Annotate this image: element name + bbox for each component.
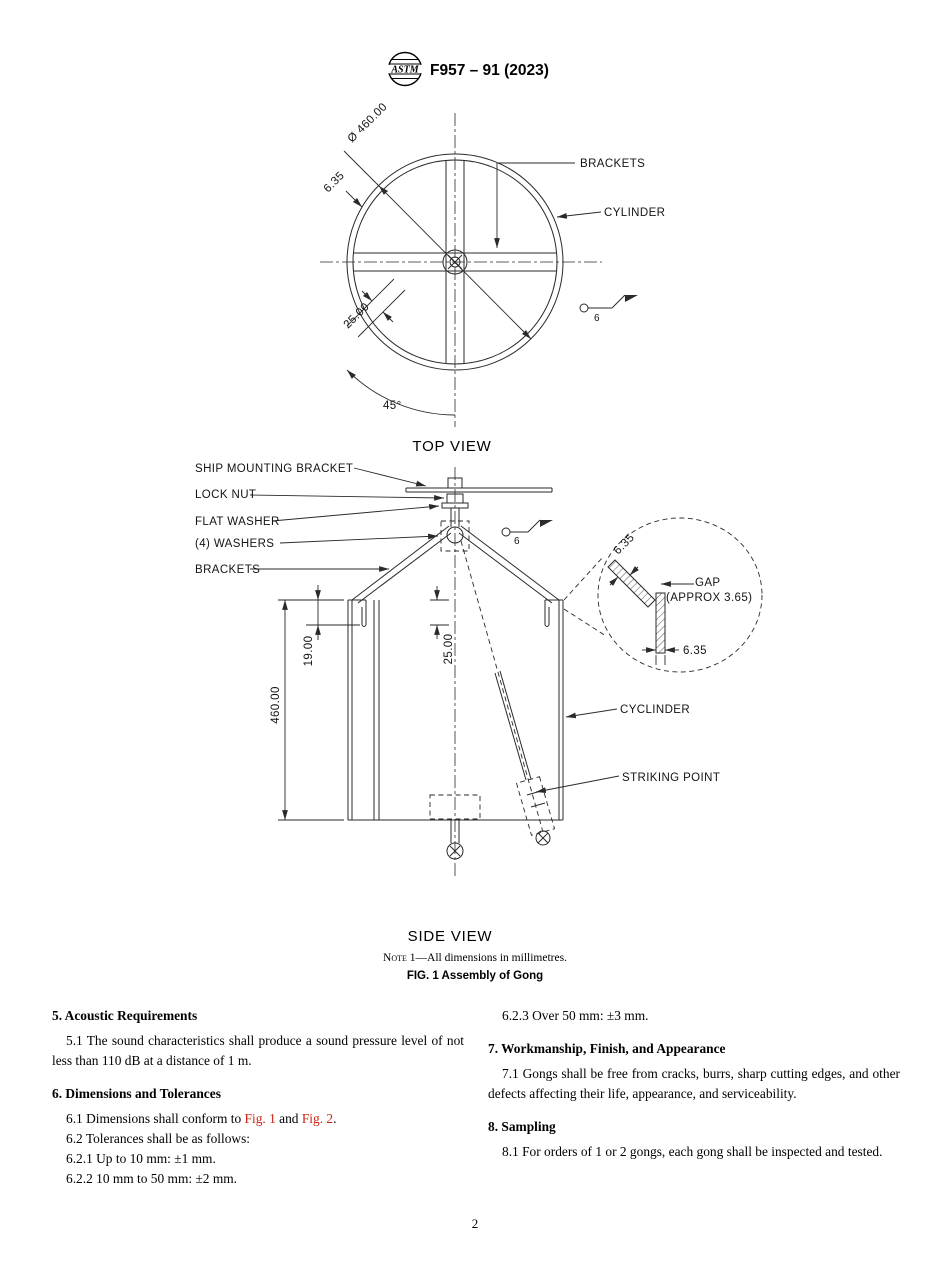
bracket-width-dimension: 25.00 xyxy=(342,278,406,338)
ship-mounting-bracket-label: SHIP MOUNTING BRACKET xyxy=(195,463,353,475)
figure-1-drawing: Ø 460.00 6.35 25.00 45° BRACKETS xyxy=(195,101,763,945)
striker-assembly xyxy=(460,540,556,846)
gap-value-label: (APPROX 3.65) xyxy=(666,592,752,604)
document-designation: F957 – 91 (2023) xyxy=(430,62,549,79)
cylinder-rim-inner xyxy=(352,159,558,365)
top-view-caption: TOP VIEW xyxy=(412,438,491,455)
para-6-2-1: 6.2.1 Up to 10 mm: ±1 mm. xyxy=(66,1151,216,1166)
note-text: 1—All dimensions in millimetres. xyxy=(406,952,567,964)
rim-detail-view: 6.35 GAP (APPROX 3.65) 6.35 xyxy=(563,517,763,673)
ship-mounting-bracket-part xyxy=(405,477,553,493)
section-5-heading: 5. Acoustic Requirements xyxy=(52,1008,198,1023)
weld-symbol-side: 6 xyxy=(501,519,553,547)
para-5-1: 5.1 The sound characteristics shall prod… xyxy=(52,1033,464,1068)
figure-caption: FIG. 1 Assembly of Gong xyxy=(406,970,544,982)
bracket-depth-dimension: 25.00 xyxy=(430,586,455,664)
astm-logo: ASTM xyxy=(386,50,424,93)
section-8-heading: 8. Sampling xyxy=(488,1119,556,1134)
weld-flag-icon xyxy=(625,295,638,302)
washers-label: (4) WASHERS xyxy=(195,538,274,550)
note-prefix: Note xyxy=(383,952,407,964)
brackets-callout: BRACKETS xyxy=(494,158,645,248)
side-view-callouts: SHIP MOUNTING BRACKET LOCK NUT FLAT WASH… xyxy=(195,463,720,793)
diameter-dimension: Ø 460.00 xyxy=(343,101,532,340)
dim-diameter-label: Ø 460.00 xyxy=(346,101,390,145)
cylinder-rim-outer xyxy=(346,153,564,371)
fig1-link[interactable]: Fig. 1 xyxy=(244,1111,276,1126)
detail-lip-thickness-label: 6.35 xyxy=(683,645,707,657)
flat-washer-label: FLAT WASHER xyxy=(195,516,280,528)
para-8-1: 8.1 For orders of 1 or 2 gongs, each gon… xyxy=(502,1144,883,1159)
rim-wall-section xyxy=(607,559,656,608)
section-6-heading: 6. Dimensions and Tolerances xyxy=(52,1086,221,1101)
para-6-2-2: 6.2.2 10 mm to 50 mm: ±2 mm. xyxy=(66,1171,238,1186)
flat-washer-part xyxy=(441,502,469,509)
para-6-1: 6.1 Dimensions shall conform to Fig. 1 a… xyxy=(66,1111,337,1126)
clapper-ball xyxy=(535,830,551,846)
striking-point-label: STRIKING POINT xyxy=(622,772,720,784)
height-dimension: 460.00 xyxy=(270,599,344,821)
fig2-link[interactable]: Fig. 2 xyxy=(301,1111,334,1126)
weld-size-top: 6 xyxy=(594,313,600,324)
brackets-side-label: BRACKETS xyxy=(195,564,260,576)
top-view-drawing: Ø 460.00 6.35 25.00 45° BRACKETS xyxy=(320,101,665,455)
weld-symbol-top: 6 xyxy=(579,294,638,324)
washers-hub-part xyxy=(446,526,464,544)
figure-note: Note 1—All dimensions in millimetres. xyxy=(0,952,950,964)
lock-nut-label: LOCK NUT xyxy=(195,489,256,501)
text-column-left: 5. Acoustic Requirements 5.1 The sound c… xyxy=(52,1006,464,1189)
astm-logo-text: ASTM xyxy=(390,65,419,76)
brackets-label: BRACKETS xyxy=(580,158,645,170)
cylinder-callout: CYLINDER xyxy=(556,207,665,219)
page-number: 2 xyxy=(471,1216,479,1231)
text-column-right: 6.2.3 Over 50 mm: ±3 mm. 7. Workmanship,… xyxy=(488,1006,900,1162)
dim-rim-depth-label: 19.00 xyxy=(303,636,315,667)
cyclinder-label: CYCLINDER xyxy=(620,704,690,716)
cylinder-body xyxy=(347,599,564,821)
para-6-2: 6.2 Tolerances shall be as follows: xyxy=(66,1131,251,1146)
support-cone xyxy=(351,525,560,604)
dim-bracket-label: 25.00 xyxy=(443,634,455,665)
side-view-drawing: 460.00 19.00 25.00 6 xyxy=(195,463,763,945)
rim-depth-dimension: 19.00 xyxy=(303,585,360,666)
bottom-hub xyxy=(429,794,481,860)
dim-rim-thickness-label: 6.35 xyxy=(322,170,347,195)
weld-flag-icon xyxy=(540,520,553,527)
cylinder-label: CYLINDER xyxy=(604,207,665,219)
angle-dimension: 45° xyxy=(346,369,456,416)
para-7-1: 7.1 Gongs shall be free from cracks, bur… xyxy=(488,1066,900,1101)
side-view-caption: SIDE VIEW xyxy=(408,928,493,945)
para-6-2-3: 6.2.3 Over 50 mm: ±3 mm. xyxy=(502,1008,649,1023)
dim-angle-label: 45° xyxy=(383,400,402,412)
weld-size-side: 6 xyxy=(514,536,520,547)
rim-thickness-dimension: 6.35 xyxy=(322,170,363,208)
dim-bracket-width-label: 25.00 xyxy=(342,301,372,331)
section-7-heading: 7. Workmanship, Finish, and Appearance xyxy=(488,1041,726,1056)
rim-lip-section xyxy=(655,592,666,654)
dim-height-label: 460.00 xyxy=(270,686,282,724)
gap-label: GAP xyxy=(695,577,721,589)
detail-wall-thickness-label: 6.35 xyxy=(612,532,637,557)
